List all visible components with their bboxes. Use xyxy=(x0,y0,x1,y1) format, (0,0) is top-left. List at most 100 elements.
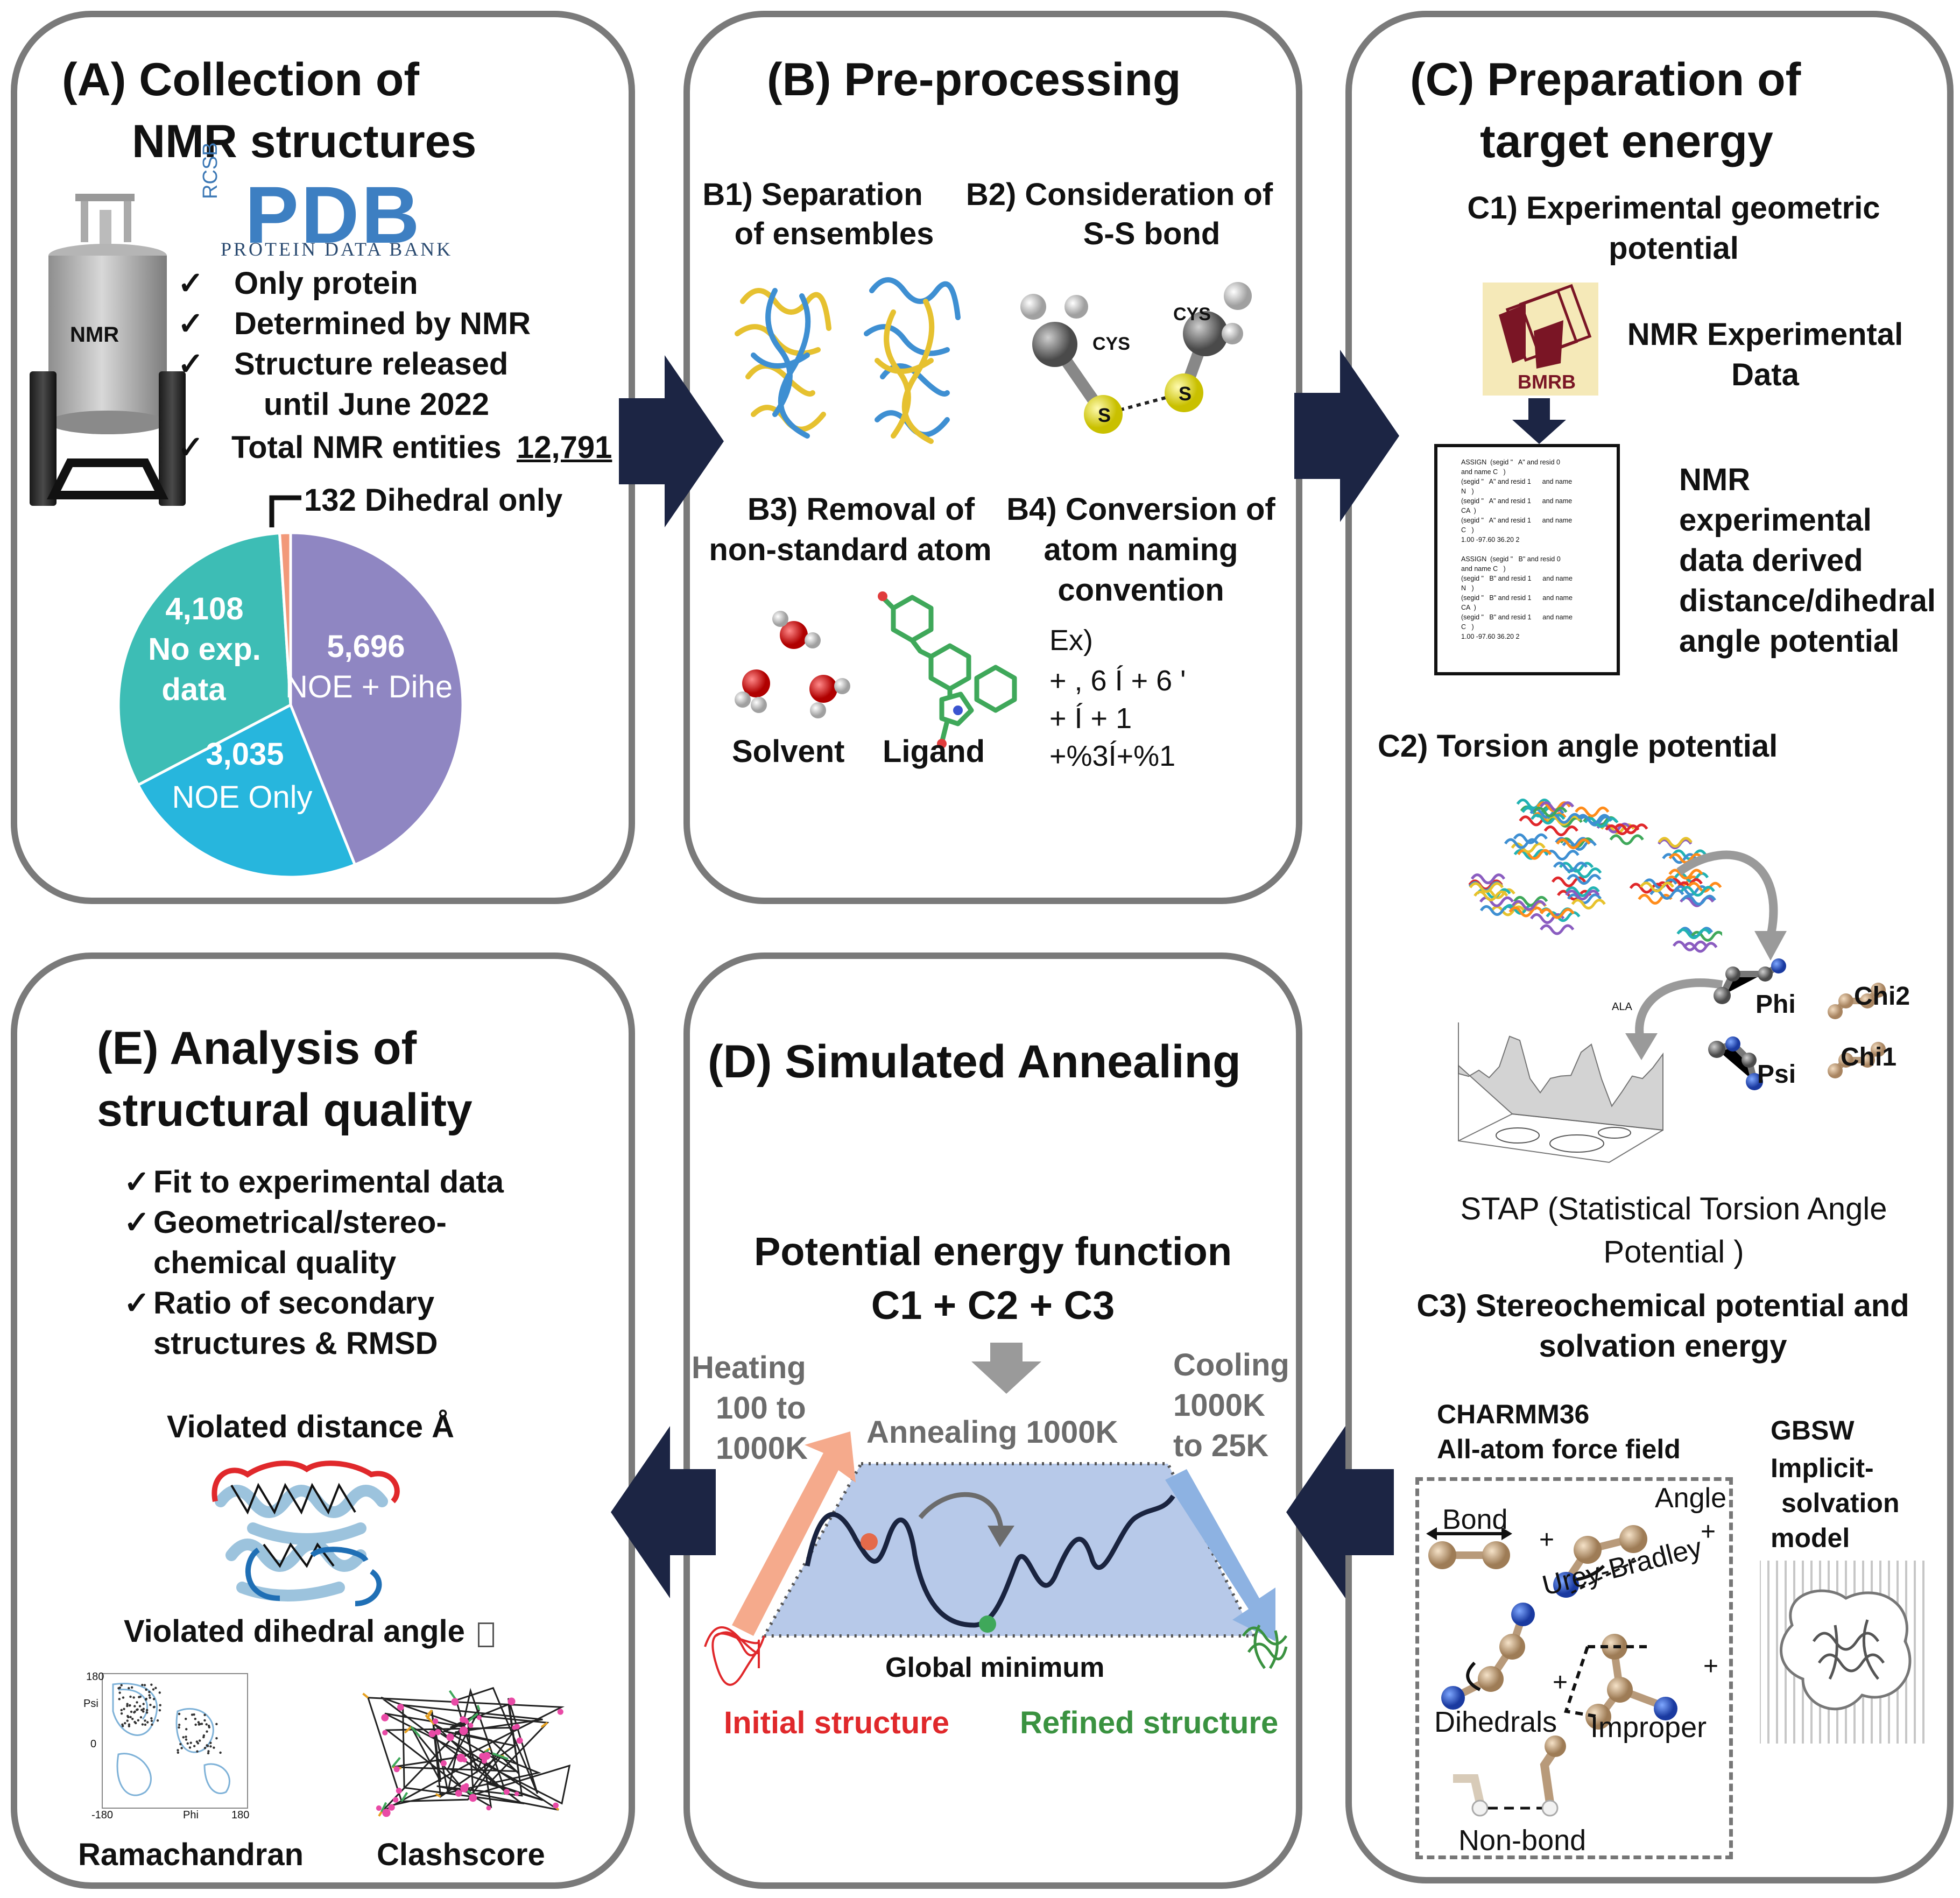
term-angle: Angle xyxy=(1655,1483,1726,1514)
ex-line-1: Ex) xyxy=(1049,624,1093,657)
criterion-only-protein: Only protein xyxy=(234,266,418,301)
gbsw-line-4: model xyxy=(1771,1523,1850,1553)
b3-title-1: B3) Removal of xyxy=(747,492,975,527)
rama-x-min: -180 xyxy=(91,1809,114,1821)
total-entities-value: 12,791 xyxy=(517,430,612,465)
criterion-until-date: until June 2022 xyxy=(264,387,490,422)
refined-structure-fold xyxy=(1242,1624,1288,1669)
total-entities-label: Total NMR entities xyxy=(231,430,502,465)
clash-dot xyxy=(460,1716,467,1723)
panel-e-title-1: (E) Analysis of xyxy=(97,1022,417,1074)
potential-energy-function: Potential energy function xyxy=(753,1229,1232,1274)
pie-slice-noe-dihe xyxy=(289,531,464,867)
protein-thumbnail xyxy=(1674,881,1722,907)
restraint-file-line: (segid " B" and resid 1 and name xyxy=(1461,575,1573,582)
derived-potential-5: angle potential xyxy=(1679,624,1900,659)
curved-arrow-to-angles xyxy=(1676,850,1787,961)
clash-dot xyxy=(516,1737,523,1744)
cooling-line-2: 1000K xyxy=(1173,1388,1265,1423)
cooling-arrow xyxy=(1165,1469,1275,1641)
missing-glyph-box xyxy=(478,1622,494,1647)
rama-y-psi: Psi xyxy=(83,1698,98,1710)
panel-a-title-1: (A) Collection of xyxy=(62,54,420,105)
restraint-file-line: C ) xyxy=(1461,623,1474,631)
rama-x-phi: Phi xyxy=(183,1809,199,1821)
restraint-file-line: (segid " A" and resid 1 and name xyxy=(1461,497,1573,505)
derived-potential-1: NMR xyxy=(1679,462,1751,497)
torsion-angle-molecules xyxy=(1708,958,1886,1090)
pie-label-no-exp-1: No exp. xyxy=(148,632,261,667)
gbsw-line-1: GBSW xyxy=(1771,1415,1855,1445)
c3-title-1: C3) Stereochemical potential and xyxy=(1416,1288,1909,1323)
initial-state-dot xyxy=(861,1533,878,1550)
heating-arrow xyxy=(732,1431,856,1636)
restraint-file-line: N ) xyxy=(1461,488,1474,495)
landscape-ala-label: ALA xyxy=(1612,1001,1632,1013)
panel-e-title-2: structural quality xyxy=(97,1084,473,1136)
clash-dot xyxy=(503,1789,510,1795)
initial-structure-coil xyxy=(704,1626,765,1686)
stap-energy-landscape xyxy=(1458,1022,1663,1163)
clash-dot xyxy=(476,1715,482,1720)
rama-y-180: 180 xyxy=(86,1671,104,1683)
arrow-d-to-e xyxy=(611,1426,716,1598)
bmrb-logo xyxy=(1483,283,1598,396)
clashscore-structure xyxy=(362,1687,571,1817)
term-bond: Bond xyxy=(1442,1504,1508,1535)
check-mark: ✓ xyxy=(178,347,204,382)
pie-value-noe-only: 3,035 xyxy=(206,737,284,772)
restraint-file-line: (segid " A" and resid 1 and name xyxy=(1461,478,1573,485)
clash-dot xyxy=(446,1733,454,1741)
restraint-file-line xyxy=(1461,545,1623,554)
protein-thumbnail xyxy=(1575,806,1619,828)
pie-value-noe-dihe: 5,696 xyxy=(327,629,405,664)
gbsw-line-3: solvation xyxy=(1781,1488,1900,1518)
b1-title-2: of ensembles xyxy=(734,216,934,251)
protein-thumbnail xyxy=(1551,862,1602,887)
cooling-line-3: to 25K xyxy=(1173,1428,1269,1463)
quality-geometrical-1: Geometrical/stereo- xyxy=(153,1205,447,1240)
ex-line-2: + , 6 Í + 6 ' xyxy=(1049,665,1186,697)
derived-potential-4: distance/dihedral xyxy=(1679,583,1936,618)
pie-slice-noe-only xyxy=(136,703,357,879)
c1-title-2: potential xyxy=(1609,231,1739,266)
clash-dot xyxy=(440,1760,447,1767)
c2-title: C2) Torsion angle potential xyxy=(1378,729,1778,764)
clash-dot xyxy=(507,1697,516,1705)
check-mark: ✓ xyxy=(178,306,204,341)
restraint-file-line: and name C ) xyxy=(1461,565,1506,573)
protein-thumbnail xyxy=(1629,878,1684,905)
check-mark: ✓ xyxy=(124,1205,150,1240)
clash-dot xyxy=(514,1791,519,1796)
clash-dot xyxy=(388,1804,395,1811)
term-dihedrals: Dihedrals xyxy=(1434,1706,1557,1738)
restraint-file-line: (segid " A" and resid 1 and name xyxy=(1461,517,1573,524)
stap-line-2: Potential ) xyxy=(1603,1234,1744,1269)
ramachandran-plot xyxy=(102,1673,248,1809)
nmr-exp-data-2: Data xyxy=(1731,357,1799,392)
solvent-label: Solvent xyxy=(732,734,845,769)
nmr-magnet-illustration xyxy=(30,194,186,506)
cys-label-left: CYS xyxy=(1092,334,1130,354)
restraint-file-line: (segid " B" and resid 1 and name xyxy=(1461,594,1573,602)
panel-b xyxy=(683,11,1302,904)
sulfur-label-left: S xyxy=(1098,404,1111,426)
protein-thumbnail xyxy=(1531,807,1582,836)
implicit-solvation-illustration xyxy=(1760,1561,1924,1744)
b2-title-2: S-S bond xyxy=(1083,216,1221,251)
check-mark: ✓ xyxy=(124,1286,150,1321)
rcsb-side-text: RCSB xyxy=(199,142,222,199)
clash-dot xyxy=(455,1790,462,1797)
clash-dot xyxy=(381,1713,389,1721)
heating-line-2: 100 to xyxy=(716,1391,806,1426)
pie-label-noe-only: NOE Only xyxy=(172,780,313,815)
quality-secondary-2: structures & RMSD xyxy=(153,1326,438,1361)
check-mark: ✓ xyxy=(178,430,204,465)
ramachandran-label: Ramachandran xyxy=(78,1837,304,1872)
initial-structure-label: Initial structure xyxy=(724,1705,949,1740)
ex-line-3: + Í + 1 xyxy=(1049,702,1132,735)
clash-dot xyxy=(382,1730,388,1735)
restraint-file-line: 1.00 -97.60 36.20 2 xyxy=(1461,536,1520,544)
disulfide-bond-illustration xyxy=(1020,282,1252,434)
